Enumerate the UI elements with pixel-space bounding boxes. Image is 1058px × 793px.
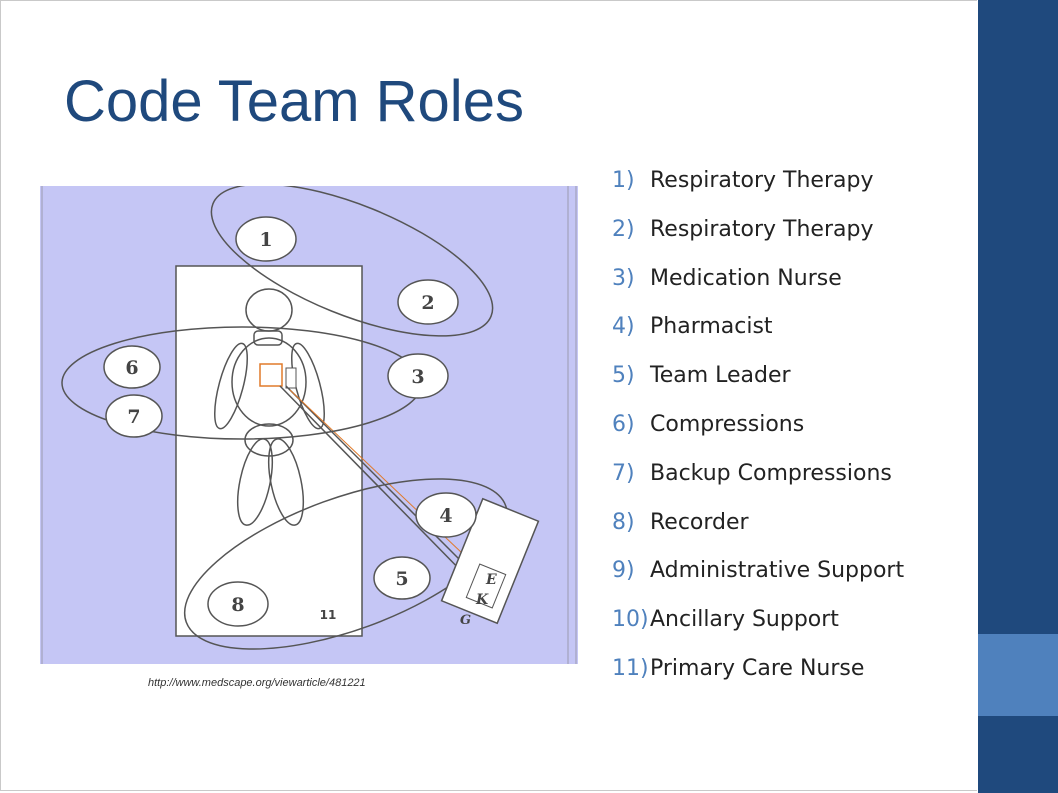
cable: [279, 385, 473, 583]
list-item-label: Ancillary Support: [650, 607, 839, 633]
position-circle-8: 8: [207, 581, 269, 627]
position-label-7: 7: [127, 406, 140, 428]
list-item: 8) Recorder: [612, 510, 904, 559]
slide-frame: [0, 0, 977, 791]
list-item-label: Medication Nurse: [650, 265, 842, 291]
position-label-1: 1: [259, 229, 272, 251]
list-item: 5) Team Leader: [612, 363, 904, 412]
list-item: 9) Administrative Support: [612, 558, 904, 607]
slide-title: Code Team Roles: [64, 69, 524, 134]
position-label-4: 4: [439, 505, 452, 527]
list-item-label: Administrative Support: [650, 558, 905, 584]
list-item: 4) Pharmacist: [612, 314, 904, 363]
list-item-label: Pharmacist: [650, 314, 773, 340]
list-item-label: Respiratory Therapy: [650, 168, 874, 193]
position-circle-4: 4: [415, 492, 477, 538]
position-label-5: 5: [395, 568, 408, 590]
list-item: 11)Primary Care Nurse: [612, 656, 904, 705]
list-item: 2) Respiratory Therapy: [612, 217, 904, 266]
position-label-2: 2: [421, 292, 434, 314]
position-label-6: 6: [125, 357, 138, 379]
position-circle-7: 7: [105, 394, 163, 438]
code-team-diagram: E K G 1 2 3 6 7 4 5: [40, 186, 578, 664]
list-item: 7) Backup Compressions: [612, 461, 904, 510]
list-item-number: 6): [612, 411, 635, 437]
list-item-label: Primary Care Nurse: [650, 655, 865, 681]
list-item-label: Team Leader: [650, 363, 791, 389]
cable: [289, 389, 483, 573]
position-circle-6: 6: [103, 345, 161, 389]
roles-list: 1) Respiratory Therapy 2) Respiratory Ther…: [612, 168, 904, 705]
grouping-ellipses: [61, 186, 509, 650]
cart-letter-e: E: [485, 572, 497, 588]
list-item: 6) Compressions: [612, 412, 904, 461]
list-item-number: 7): [612, 460, 635, 486]
list-item-number: 1): [612, 168, 635, 193]
list-item-number: 9): [612, 558, 635, 584]
list-item-number: 2): [612, 216, 635, 242]
chest-lead-pad: [285, 367, 297, 389]
cart-letter-g: G: [460, 613, 471, 628]
list-item-number: 10): [612, 607, 649, 633]
list-item-number: 4): [612, 314, 635, 340]
sidebar-accent-block: [978, 634, 1058, 716]
position-label-3: 3: [411, 366, 424, 388]
position-circle-3: 3: [387, 353, 449, 399]
list-item-number: 11): [612, 655, 649, 681]
list-item-number: 5): [612, 363, 635, 389]
position-circle-5: 5: [373, 556, 431, 600]
cart-letter-k: K: [475, 592, 489, 608]
source-citation: http://www.medscape.org/viewarticle/4812…: [148, 677, 366, 689]
position-circle-2: 2: [397, 279, 459, 325]
position-label-8: 8: [231, 594, 244, 616]
position-circle-1: 1: [235, 216, 297, 262]
list-item-label: Compressions: [650, 411, 805, 437]
list-item: 3) Medication Nurse: [612, 266, 904, 315]
list-item-number: 3): [612, 265, 635, 291]
position-label-11: 11: [320, 608, 337, 622]
chest-monitor-pad: [259, 363, 283, 387]
list-item-label: Recorder: [650, 509, 749, 535]
list-item-label: Backup Compressions: [650, 460, 892, 486]
list-item: 10)Ancillary Support: [612, 607, 904, 656]
crash-cart: [440, 497, 540, 625]
list-item: 1) Respiratory Therapy: [612, 168, 904, 217]
list-item-label: Respiratory Therapy: [650, 216, 874, 242]
list-item-number: 8): [612, 509, 635, 535]
cable: [285, 385, 479, 579]
position-circle-11: 11: [301, 593, 355, 635]
